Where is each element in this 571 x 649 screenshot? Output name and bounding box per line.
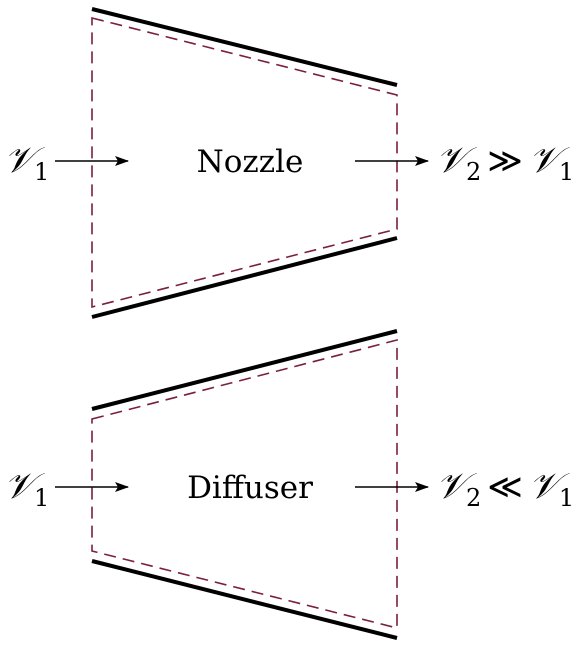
- diffuser-control-volume: [91, 338, 398, 630]
- diffuser-figure: Diffuser 𝒱1 𝒱2≪𝒱1: [4, 329, 571, 640]
- diffuser-bottom-wall: [91, 559, 398, 640]
- nozzle-figure: Nozzle 𝒱1 𝒱2≫𝒱1: [4, 7, 571, 319]
- nozzle-bottom-wall: [91, 236, 398, 319]
- diffuser-outlet-velocity-relation: 𝒱2≪𝒱1: [436, 466, 571, 512]
- nozzle-control-volume: [91, 16, 398, 309]
- diffuser-inlet-velocity: 𝒱1: [4, 466, 49, 512]
- diffuser-label: Diffuser: [187, 470, 313, 506]
- nozzle-inlet-velocity: 𝒱1: [4, 140, 49, 186]
- nozzle-outlet-velocity-relation: 𝒱2≫𝒱1: [436, 140, 571, 186]
- nozzle-top-wall: [91, 7, 398, 87]
- nozzle-label: Nozzle: [197, 144, 304, 180]
- diffuser-top-wall: [91, 329, 398, 411]
